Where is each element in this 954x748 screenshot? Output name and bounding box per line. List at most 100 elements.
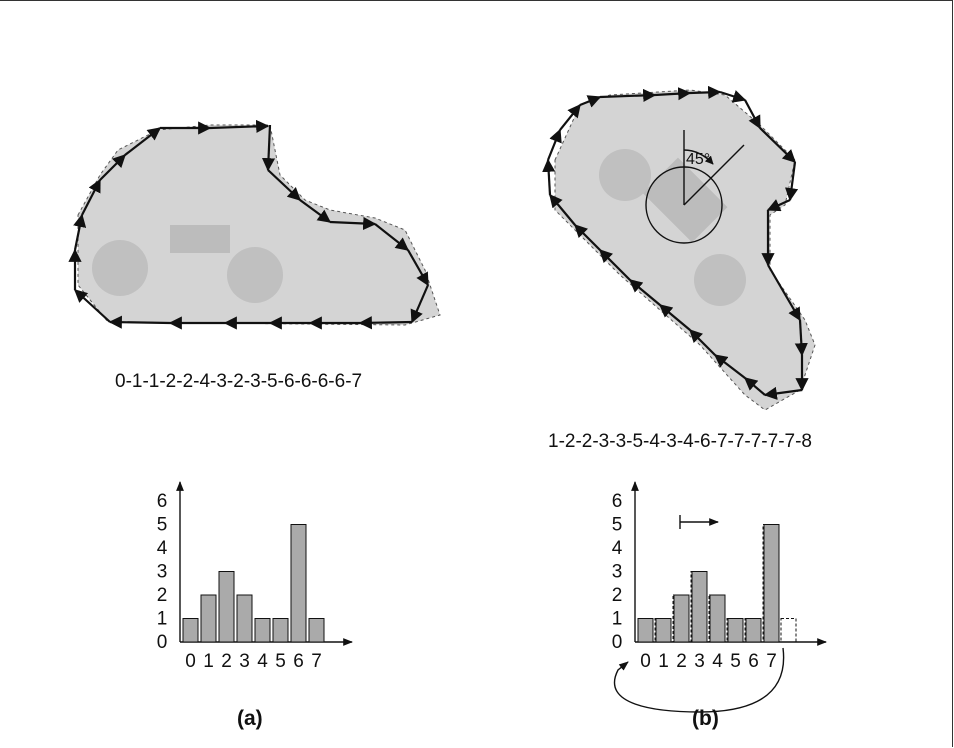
x-tick-label: 2 xyxy=(676,651,687,672)
chain-code-path-a xyxy=(68,119,430,330)
histogram-bar xyxy=(709,594,726,643)
chain-a-segment xyxy=(374,223,410,251)
car-wheel-bottom-b xyxy=(694,254,746,306)
car-wheel-front-a xyxy=(92,240,148,296)
histogram-bar xyxy=(727,618,744,643)
chain-b-segment xyxy=(549,193,576,226)
car-door-a xyxy=(170,225,230,253)
x-tick-label: 7 xyxy=(766,651,777,672)
chain-a-segment xyxy=(261,124,276,172)
chain-b-segment xyxy=(744,99,761,130)
chain-b-segment xyxy=(763,386,803,400)
histogram-bar xyxy=(254,618,271,643)
car-silhouette-b xyxy=(554,89,816,411)
car-silhouette-a xyxy=(77,124,441,326)
chain-code-b: 1-2-2-3-3-5-4-3-4-6-7-7-7-7-7-8 xyxy=(548,431,812,452)
car-door-b xyxy=(642,157,728,243)
rotation-arc-arrow xyxy=(683,149,714,165)
x-tick-label: 7 xyxy=(311,651,322,672)
chain-b-segment xyxy=(599,249,631,281)
y-tick-label: 6 xyxy=(157,491,168,512)
x-tick-label: 4 xyxy=(712,651,723,672)
y-tick-label: 5 xyxy=(157,515,168,536)
chain-b-segment xyxy=(719,90,747,103)
chain-b-segment xyxy=(546,128,562,161)
histogram-bar xyxy=(655,618,672,643)
chain-b-segment xyxy=(574,224,601,251)
chain-a-segment xyxy=(299,199,332,223)
y-tick-label: 2 xyxy=(612,585,623,606)
y-tick-label: 5 xyxy=(612,515,623,536)
x-tick-label: 6 xyxy=(293,651,304,672)
y-tick-label: 6 xyxy=(612,491,623,512)
x-tick-label: 0 xyxy=(640,651,651,672)
chain-b-segment xyxy=(658,304,691,331)
panel-label-b: (b) xyxy=(692,707,719,730)
chain-b-segment xyxy=(628,279,661,306)
y-tick-label: 1 xyxy=(612,609,623,630)
histogram-bar xyxy=(691,571,708,643)
chain-a-segment xyxy=(73,213,87,251)
panel-label-a: (a) xyxy=(237,707,263,730)
y-tick-label: 1 xyxy=(157,609,168,630)
chain-code-path-b xyxy=(542,85,809,400)
histogram-bar xyxy=(763,524,780,643)
y-tick-label: 3 xyxy=(157,562,168,583)
chain-a-segment xyxy=(209,119,270,134)
rotation-angle-label: 45° xyxy=(686,151,710,168)
x-tick-label: 3 xyxy=(694,651,705,672)
wrap-around-arrow xyxy=(613,647,785,713)
chain-a-segment xyxy=(358,316,413,330)
x-tick-label: 5 xyxy=(275,651,286,672)
rotation-indicator xyxy=(645,130,745,244)
histogram-bar xyxy=(272,618,289,643)
x-tick-label: 2 xyxy=(221,651,232,672)
y-tick-label: 0 xyxy=(157,632,168,653)
y-tick-label: 4 xyxy=(612,538,623,559)
chain-b-segment xyxy=(759,127,796,163)
x-tick-label: 5 xyxy=(730,651,741,672)
histogram-bar xyxy=(673,594,690,643)
chain-a-segment xyxy=(108,315,171,329)
x-tick-label: 0 xyxy=(185,651,196,672)
chain-a-segment xyxy=(99,154,126,181)
x-tick-label: 4 xyxy=(257,651,268,672)
x-tick-label: 3 xyxy=(239,651,250,672)
chain-code-a: 0-1-1-2-2-4-3-2-3-5-6-6-6-6-7 xyxy=(115,371,363,392)
chain-a-segment xyxy=(267,169,301,201)
x-tick-label: 1 xyxy=(203,651,214,672)
chain-a-segment xyxy=(407,249,429,287)
chain-b-segment xyxy=(743,377,766,396)
chain-b-segment xyxy=(542,158,556,196)
chain-b-segment xyxy=(794,319,808,357)
histogram-bar xyxy=(200,594,217,643)
chain-a-segment xyxy=(410,284,430,324)
chain-b-segment xyxy=(599,88,657,103)
y-tick-label: 3 xyxy=(612,562,623,583)
chain-a-segment xyxy=(81,178,101,216)
y-tick-label: 4 xyxy=(157,538,168,559)
chain-b-segment xyxy=(713,354,746,379)
shifted-histogram-bar xyxy=(780,618,797,643)
chain-b-segment xyxy=(785,161,799,202)
histogram-bar xyxy=(745,618,762,643)
chain-b-segment xyxy=(559,103,581,131)
histogram-bar xyxy=(236,594,253,643)
rotation-angle-line xyxy=(683,144,745,206)
chain-b-segment xyxy=(767,264,801,322)
car-wheel-rear-a xyxy=(227,247,283,303)
x-tick-label: 6 xyxy=(748,651,759,672)
histogram-bar xyxy=(308,618,325,643)
chain-a-segment xyxy=(329,216,377,231)
chain-a-segment xyxy=(124,127,162,156)
histogram-bar xyxy=(218,571,235,643)
histogram-bar xyxy=(637,618,654,643)
y-tick-label: 0 xyxy=(612,632,623,653)
chain-a-segment xyxy=(74,289,111,323)
y-tick-label: 2 xyxy=(157,585,168,606)
x-tick-label: 1 xyxy=(658,651,669,672)
